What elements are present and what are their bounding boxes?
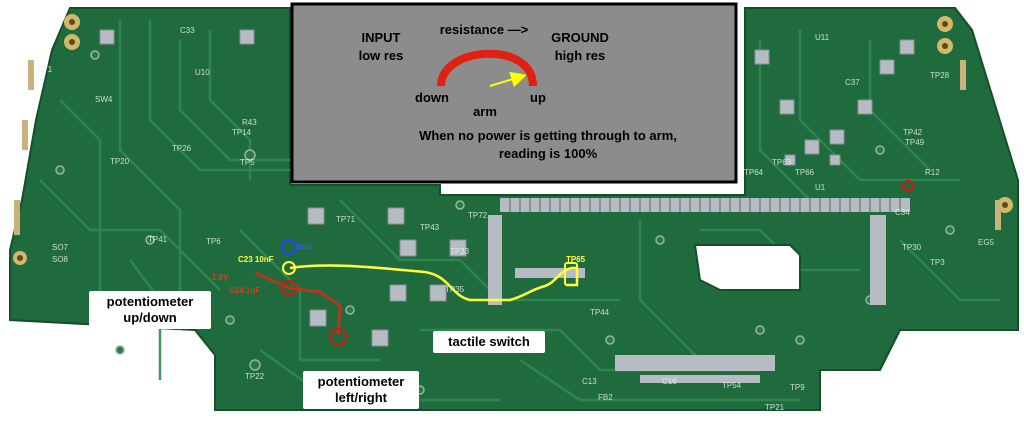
diagram-panel: [290, 2, 738, 184]
callout-pot-leftright: potentiometer left/right: [303, 371, 419, 409]
callout-tactile-switch-text: tactile switch: [448, 334, 530, 349]
silk-label: TP43: [420, 223, 440, 232]
silk-label: R43: [242, 118, 257, 127]
input-sublabel: low res: [359, 48, 404, 63]
silk-label: SW4: [95, 95, 113, 104]
ground-sublabel: high res: [555, 48, 606, 63]
silk-label: TP14: [232, 128, 252, 137]
resistance-arc: [437, 49, 537, 87]
silk-label: TP28: [930, 71, 950, 80]
silk-label: U10: [195, 68, 210, 77]
gnd-label: GND: [296, 244, 312, 251]
silk-label: TP64: [744, 168, 764, 177]
callout-pot-updown-line2: up/down: [123, 310, 177, 325]
callout-pot-updown: potentiometer up/down: [89, 291, 211, 329]
silk-label: C16: [662, 377, 677, 386]
silk-label: FB2: [598, 393, 613, 402]
silk-label: TP54: [722, 381, 742, 390]
square-pads: [99, 29, 915, 347]
up-label: up: [530, 90, 546, 105]
callout-tactile-switch: tactile switch: [433, 331, 545, 353]
tp65-label: TP65: [566, 255, 586, 264]
silk-label: TP71: [336, 215, 356, 224]
silk-label: TP30: [902, 243, 922, 252]
silk-label: TP22: [245, 372, 265, 381]
ring-pot-lr: [329, 328, 347, 346]
silk-label: TP26: [172, 144, 192, 153]
silk-label: TP33: [450, 247, 470, 256]
ring-c24: [281, 280, 297, 296]
resistance-label: resistance —>: [440, 22, 529, 37]
ground-label: GROUND: [551, 30, 609, 45]
yellow-wire-tactile: [289, 264, 579, 302]
silkscreen-labels: C33 U10 FT1 SW4 TP14 TP5 TP71 TP72 TP43 …: [38, 26, 995, 412]
c24-label: C24 1nF: [229, 286, 260, 295]
callout-pot-leftright-line1: potentiometer: [317, 374, 405, 389]
connector-row: [500, 198, 910, 212]
silk-label: TP42: [903, 128, 923, 137]
silk-label: TP44: [590, 308, 610, 317]
c23-label: C23 10nF: [238, 255, 274, 264]
silk-label: TP41: [148, 235, 168, 244]
silk-label: TP5: [240, 158, 255, 167]
arm-arrow: [489, 71, 527, 88]
silk-label: SO7: [52, 243, 69, 252]
silk-label: C37: [845, 78, 860, 87]
silk-label: TP21: [765, 403, 785, 412]
connector-right: [870, 215, 886, 305]
pad-row-middle: [515, 268, 585, 278]
silk-label: R12: [925, 168, 940, 177]
silk-label: TP49: [905, 138, 925, 147]
v18-label: 1.8V: [212, 273, 229, 282]
connector-bottom-2: [640, 375, 760, 383]
silk-label: TP9: [790, 383, 805, 392]
silk-label: TP66: [795, 168, 815, 177]
arm-label: arm: [473, 104, 497, 119]
silk-label: U1: [815, 183, 826, 192]
silk-label: SO8: [52, 255, 69, 264]
vias: [55, 50, 955, 395]
silk-label: TP20: [110, 157, 130, 166]
ring-gnd: [281, 239, 297, 255]
ring-right: [902, 180, 914, 192]
callout-pot-leftright-line2: left/right: [335, 390, 387, 405]
silk-label: TP3: [930, 258, 945, 267]
board-cutout: [693, 244, 801, 291]
connector-row-ticks: [509, 198, 901, 212]
callout-pot-updown-line1: potentiometer: [106, 294, 194, 309]
silk-label: TP72: [468, 211, 488, 220]
down-label: down: [415, 90, 449, 105]
silk-label: TP6: [206, 237, 221, 246]
red-wire-pot: [254, 271, 342, 336]
silk-label: FT1: [38, 65, 53, 74]
silk-label: C13: [582, 377, 597, 386]
silk-label: EG5: [978, 238, 995, 247]
ring-c23: [282, 261, 296, 275]
silk-label: TP63: [772, 158, 792, 167]
connector-bottom: [615, 355, 775, 371]
silk-label: C33: [180, 26, 195, 35]
note-line-2: reading is 100%: [499, 146, 598, 161]
note-line-1: When no power is getting through to arm,: [419, 128, 677, 143]
connector-center: [488, 215, 502, 305]
tp65-highlight: [564, 262, 578, 286]
silk-label: U11: [815, 33, 830, 42]
input-label: INPUT: [362, 30, 401, 45]
edge-pads: [13, 14, 1013, 265]
silk-label: C34: [895, 208, 910, 217]
